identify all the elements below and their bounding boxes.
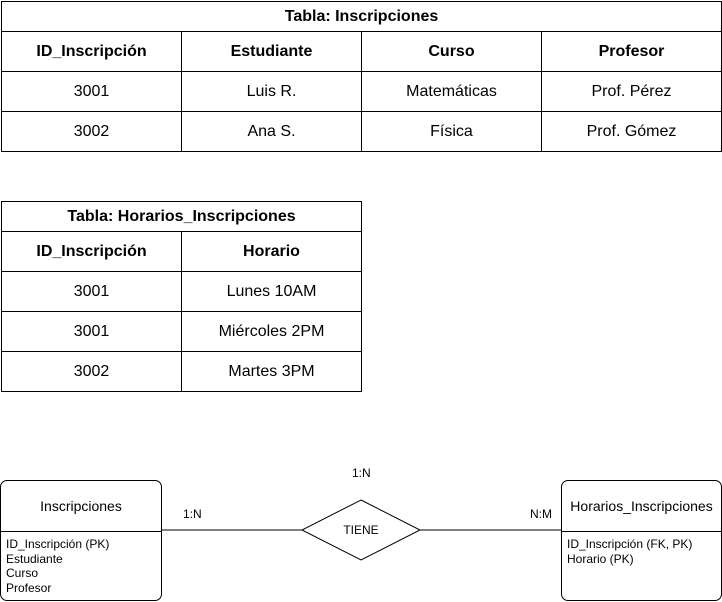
- table-row: 3002 Martes 3PM: [1, 351, 362, 392]
- table-cell: Física: [361, 111, 542, 152]
- cardinality-top: 1:N: [352, 466, 371, 480]
- cardinality-right: N:M: [530, 507, 552, 521]
- entity-title: Inscripciones: [1, 481, 161, 532]
- entity-title: Horarios_Inscripciones: [562, 481, 721, 532]
- table-cell: 3001: [1, 271, 182, 312]
- entity-attribute: ID_Inscripción (PK): [6, 537, 110, 551]
- table-cell: Martes 3PM: [181, 351, 362, 392]
- table-cell: Prof. Pérez: [541, 71, 722, 112]
- cardinality-left: 1:N: [183, 507, 202, 521]
- entity-inscripciones: Inscripciones ID_Inscripción (PK) Estudi…: [0, 480, 162, 601]
- table-cell: 3002: [1, 351, 182, 392]
- horarios-inscripciones-table: Tabla: Horarios_Inscripciones ID_Inscrip…: [1, 201, 362, 392]
- table-title: Tabla: Inscripciones: [1, 1, 722, 32]
- entity-attribute: Horario (PK): [567, 551, 634, 566]
- column-header: ID_Inscripción: [1, 31, 182, 72]
- table-cell: Matemáticas: [361, 71, 542, 112]
- entity-horarios-inscripciones: Horarios_Inscripciones ID_Inscripción (F…: [561, 480, 722, 601]
- table-cell: Prof. Gómez: [541, 111, 722, 152]
- entity-attribute: ID_Inscripción (FK, PK): [567, 537, 693, 551]
- inscripciones-table: Tabla: Inscripciones ID_Inscripción Estu…: [1, 1, 722, 152]
- table-row: 3001 Luis R. Matemáticas Prof. Pérez: [1, 71, 722, 112]
- table-row: 3001 Lunes 10AM: [1, 271, 362, 312]
- table-cell: Luis R.: [181, 71, 362, 112]
- column-header: Curso: [361, 31, 542, 72]
- relationship-diamond: [300, 499, 422, 561]
- table-cell: Miércoles 2PM: [181, 311, 362, 352]
- relationship-label: TIENE: [343, 523, 378, 537]
- table-cell: Ana S.: [181, 111, 362, 152]
- table-cell: 3002: [1, 111, 182, 152]
- column-header: Profesor: [541, 31, 722, 72]
- entity-attribute: Profesor: [6, 580, 52, 595]
- entity-attribute: Estudiante: [6, 551, 63, 566]
- column-header: Horario: [181, 231, 362, 272]
- entity-attribute: Curso: [6, 566, 39, 580]
- column-header: ID_Inscripción: [1, 231, 182, 272]
- table-row: 3002 Ana S. Física Prof. Gómez: [1, 111, 722, 152]
- table-title: Tabla: Horarios_Inscripciones: [1, 201, 362, 232]
- table-row: 3001 Miércoles 2PM: [1, 311, 362, 352]
